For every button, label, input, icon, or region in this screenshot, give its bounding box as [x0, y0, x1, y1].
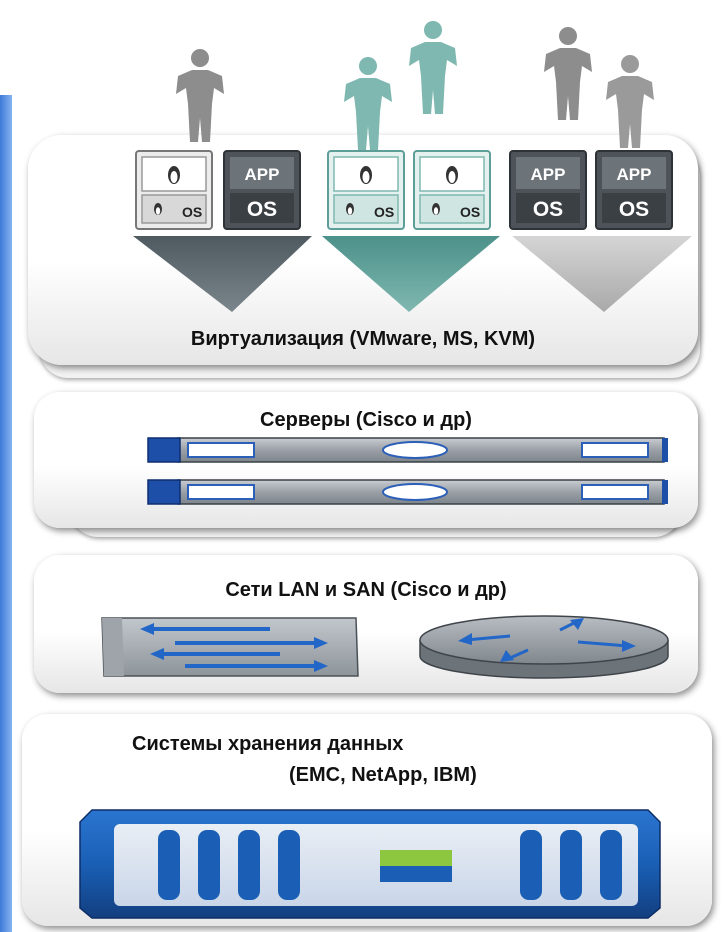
vm-os-text: OS: [374, 204, 394, 220]
funnel-teal: [322, 236, 500, 312]
user-icon: [544, 27, 592, 120]
vm-linux-tile: OS: [135, 150, 213, 230]
vm-app-text: APP: [531, 165, 566, 184]
storage-label-line1: Системы хранения данных: [132, 733, 404, 755]
vm-tiles: OS APP OS OS OS APP OS APP OS: [135, 150, 673, 230]
network-devices: [101, 615, 669, 679]
users-group: [176, 21, 654, 150]
san-router-icon: [419, 615, 669, 679]
user-icon: [176, 49, 224, 142]
server-unit: [147, 479, 669, 505]
vm-app-os-tile: APP OS: [509, 150, 587, 230]
vm-linux-tile: OS: [413, 150, 491, 230]
virtualization-label: Виртуализация (VMware, MS, KVM): [190, 328, 536, 350]
left-accent-bar: [0, 95, 12, 932]
vm-os-text: OS: [247, 198, 277, 221]
storage-array-icon: [79, 809, 661, 919]
funnel-gray: [133, 236, 312, 312]
storage-drive-slots: [158, 830, 622, 900]
networks-label: Сети LAN и SAN (Cisco и др): [225, 579, 507, 601]
vm-os-text: OS: [533, 198, 563, 221]
vm-app-os-tile: APP OS: [223, 150, 301, 230]
server-unit: [147, 437, 669, 463]
servers-label: Серверы (Cisco и др): [260, 409, 472, 431]
user-icon: [606, 55, 654, 148]
vm-app-text: APP: [245, 165, 280, 184]
vm-app-text: APP: [617, 165, 652, 184]
vm-os-text: OS: [460, 204, 480, 220]
vm-app-os-tile: APP OS: [595, 150, 673, 230]
user-icon: [409, 21, 457, 114]
storage-status-led: [380, 850, 452, 866]
funnel-light: [512, 236, 692, 312]
user-icon: [344, 57, 392, 150]
storage-label-line2: (EMC, NetApp, IBM): [289, 764, 477, 786]
vm-os-text: OS: [182, 204, 202, 220]
vm-linux-tile: OS: [327, 150, 405, 230]
vm-os-text: OS: [619, 198, 649, 221]
virtualization-funnels: [133, 236, 692, 312]
lan-switch-icon: [101, 617, 359, 677]
server-units: [147, 437, 669, 505]
